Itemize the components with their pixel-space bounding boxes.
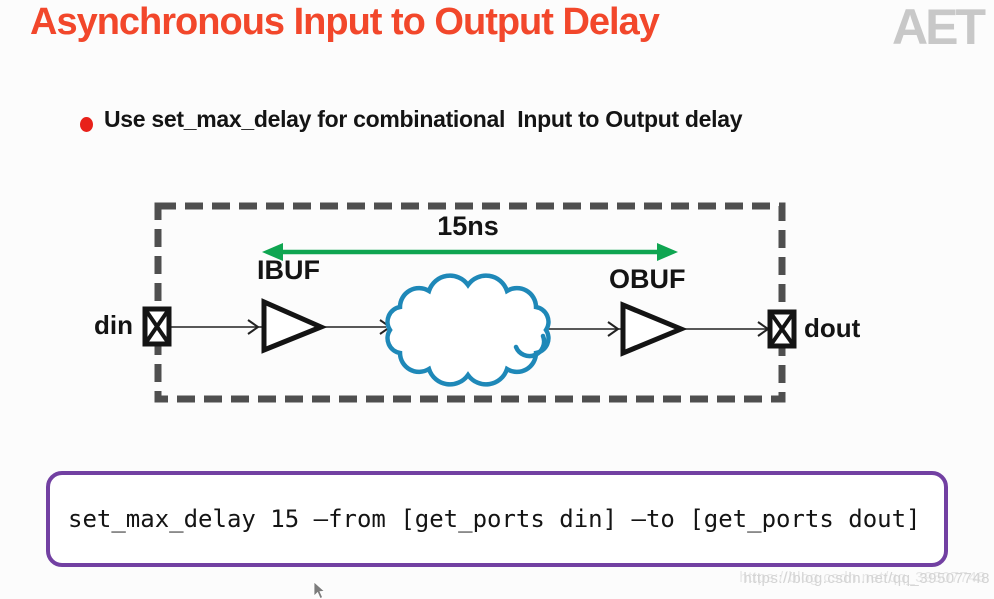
dout-port-icon [767, 309, 797, 349]
ibuf-label: IBUF [257, 255, 320, 285]
obuf-triangle-icon [620, 301, 688, 357]
constraint-code-box: set_max_delay 15 –from [get_ports din] –… [46, 471, 948, 567]
mouse-cursor-icon [313, 582, 326, 599]
bullet-dot-icon [80, 117, 93, 132]
ibuf-triangle-icon [261, 298, 328, 354]
device-boundary-dashed-box [154, 202, 786, 403]
obuf-label: OBUF [609, 264, 686, 294]
din-label: din [94, 310, 133, 340]
watermark-url: https://blog.csdn.net/qq_39507748 [743, 570, 990, 587]
dout-label: dout [804, 313, 861, 343]
delay-value-label: 15ns [437, 211, 499, 241]
page-title: Asynchronous Input to Output Delay [30, 1, 660, 43]
combinational-logic-cloud-icon [385, 273, 551, 387]
aet-logo: AET [892, 0, 986, 55]
din-port-icon [142, 306, 172, 347]
delay-span-arrow-icon [262, 243, 678, 261]
constraint-command: set_max_delay 15 –from [get_ports din] –… [68, 505, 921, 533]
bullet-text: Use set_max_delay for combinational Inpu… [104, 106, 743, 132]
signal-wires [169, 326, 770, 330]
